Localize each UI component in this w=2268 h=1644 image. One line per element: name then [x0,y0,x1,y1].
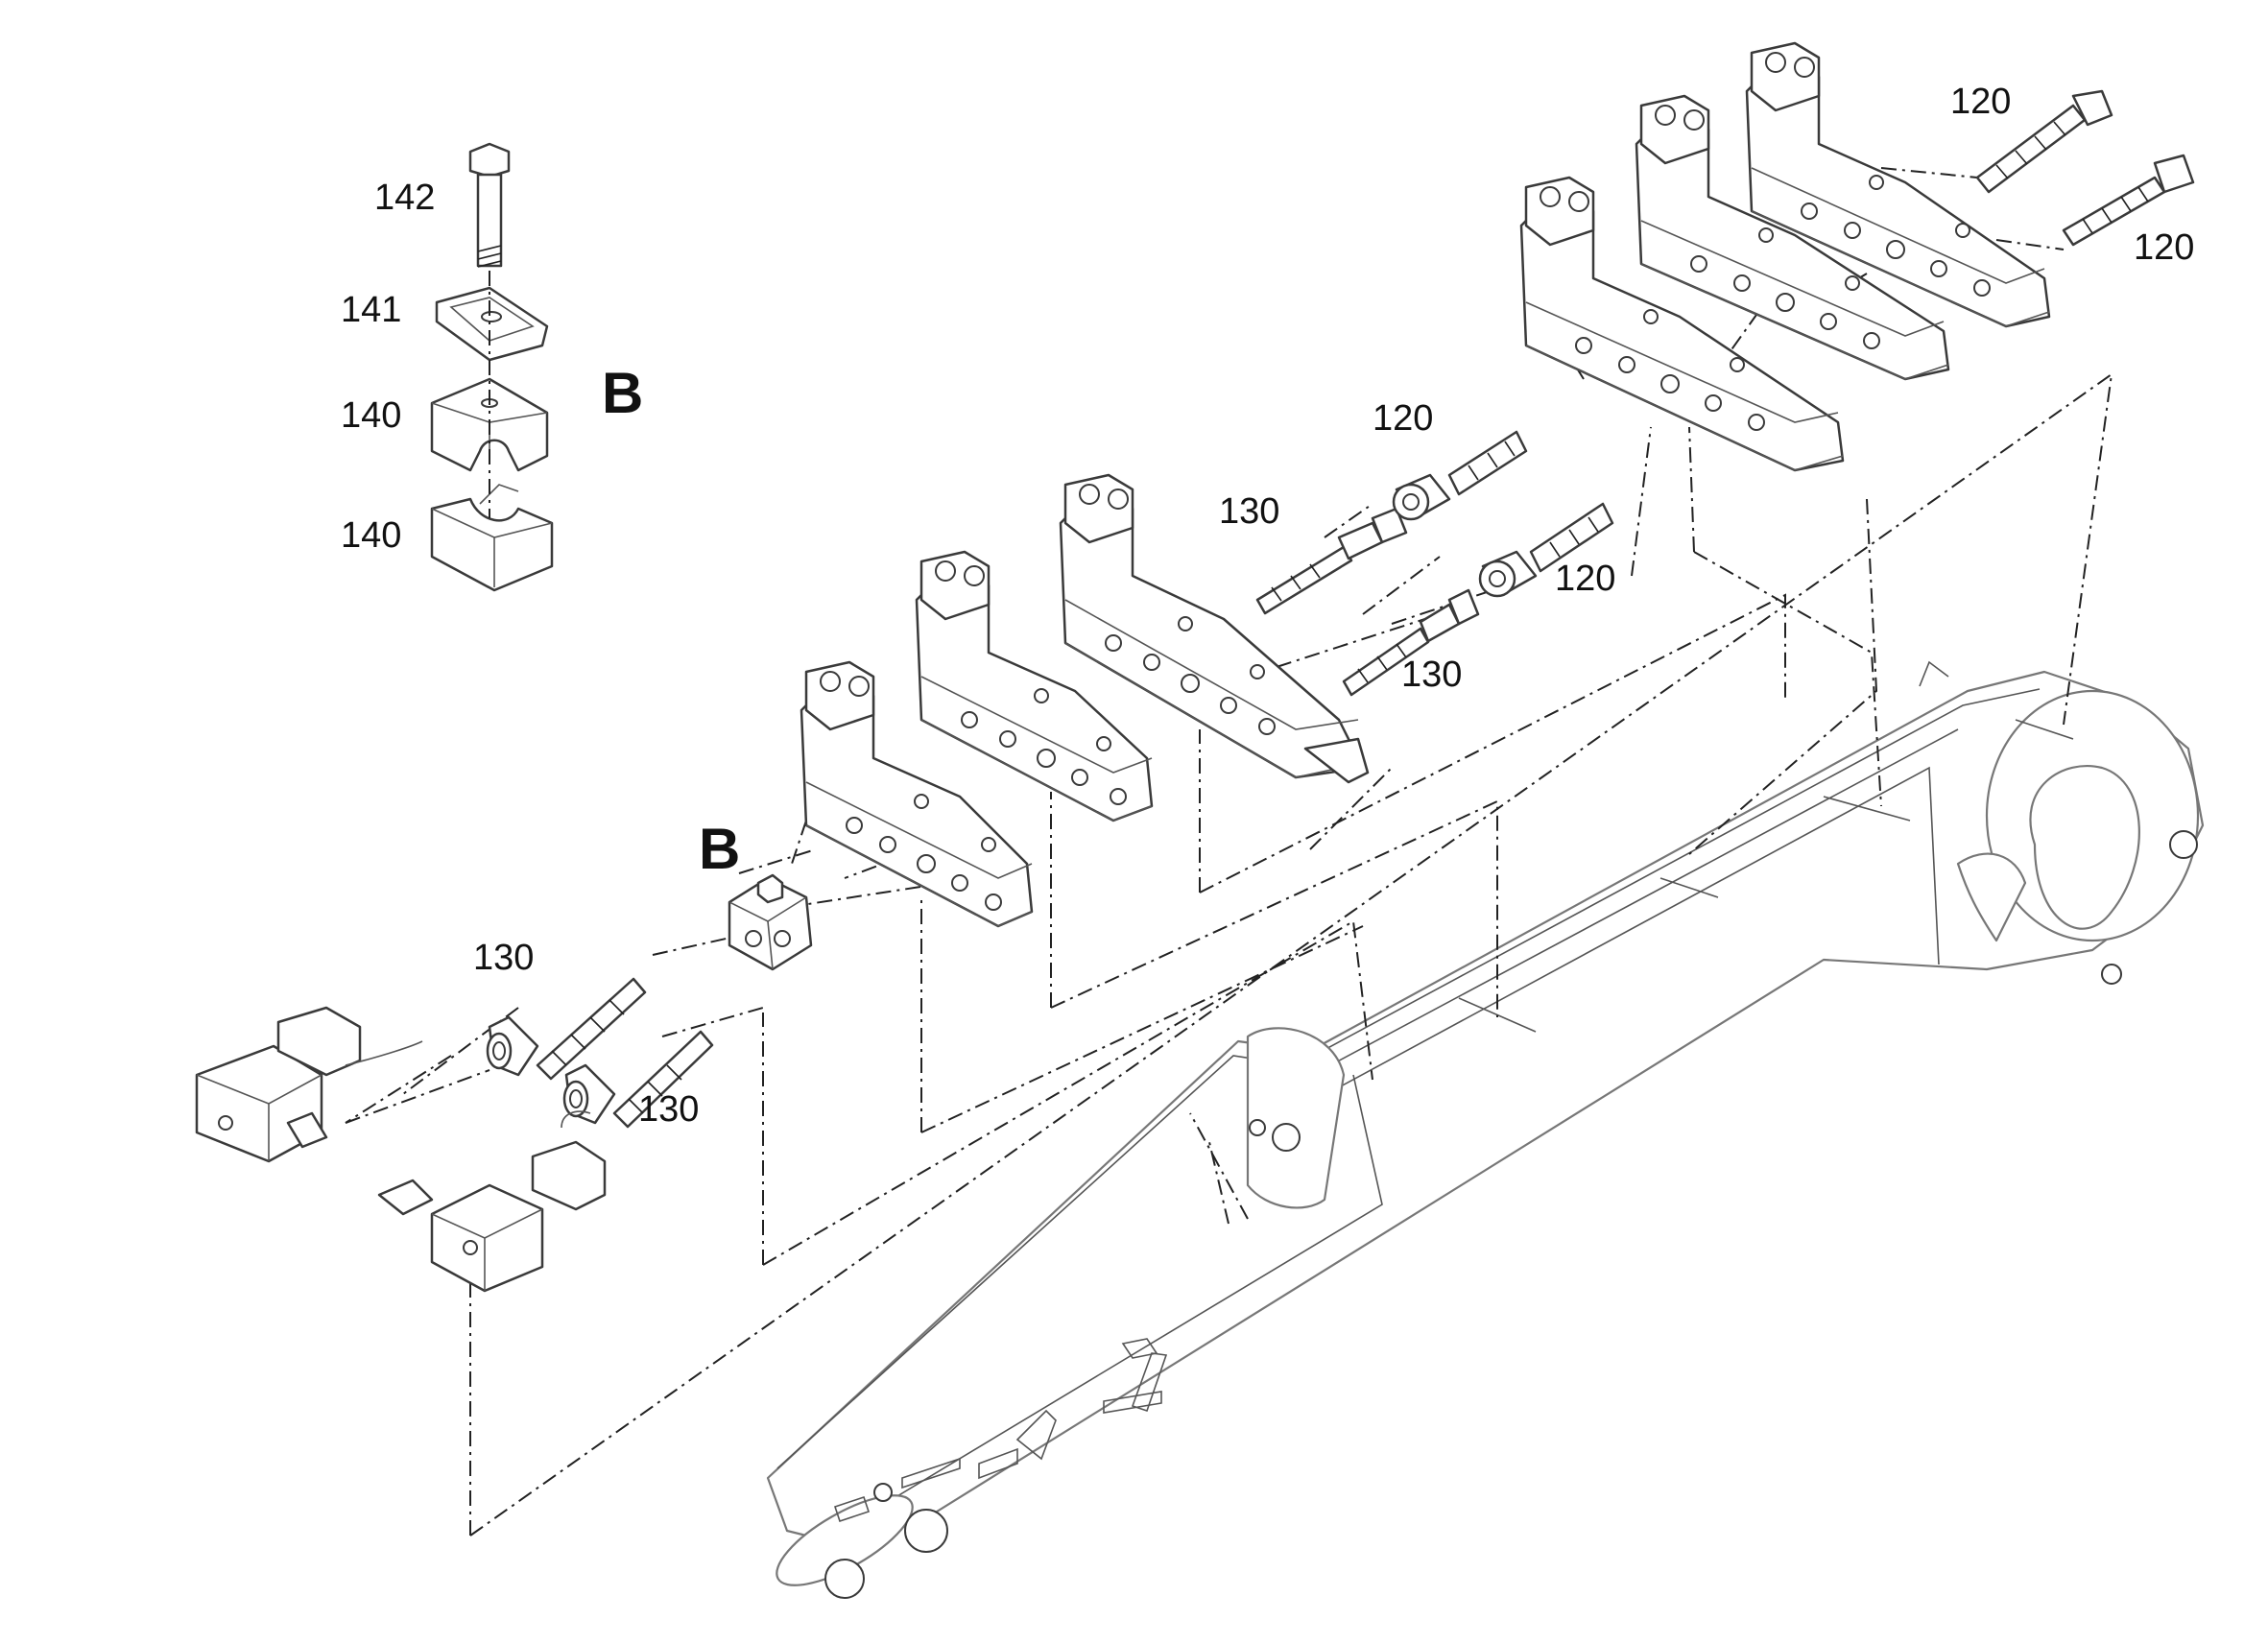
label-130: 130 [1219,491,1279,532]
valve-block [195,1006,423,1163]
label-120: 120 [1373,398,1433,439]
label-130: 130 [473,938,534,978]
label-callout-b: B [699,817,740,881]
hose-130 [486,977,647,1081]
hose-120 [1478,502,1614,598]
valve-blocks [195,1006,607,1293]
pipe-bracket [915,550,1154,822]
hose-120 [1975,89,2113,194]
hose-120 [1392,430,1528,521]
label-130: 130 [1401,655,1462,695]
label-142: 142 [374,178,435,218]
clamp-block-b [728,873,813,971]
clamp-half-lower-140 [430,484,554,592]
boom-arm [766,660,2205,1599]
hose-fittings [486,89,2195,1129]
valve-block [377,1110,607,1293]
bracket-group-lower [800,473,1370,928]
hose-130 [1255,507,1408,615]
callout-labels: 142 141 140 140 B B 130 130 130 130 120 … [341,82,2194,1130]
hose-130 [562,1030,714,1129]
bolt-142 [468,142,511,268]
label-140-upper: 140 [341,395,401,436]
hose-120 [2062,154,2195,247]
hose-130 [1342,588,1480,697]
pipe-bracket [800,660,1034,928]
pipe-bracket [1745,41,2051,328]
pipe-bracket [1519,176,1845,472]
bracket-group-upper [1519,41,2051,472]
detail-b-clamp-assembly [430,142,554,592]
label-120: 120 [1950,82,2011,122]
label-120: 120 [1555,559,1615,599]
label-140-lower: 140 [341,515,401,556]
pipe-bracket [1635,94,1950,381]
label-120: 120 [2134,227,2194,268]
pipe-bracket [1059,473,1370,784]
label-141: 141 [341,290,401,330]
label-130: 130 [638,1089,699,1130]
label-detail-b: B [602,361,643,425]
washer-plate-141 [435,286,549,362]
